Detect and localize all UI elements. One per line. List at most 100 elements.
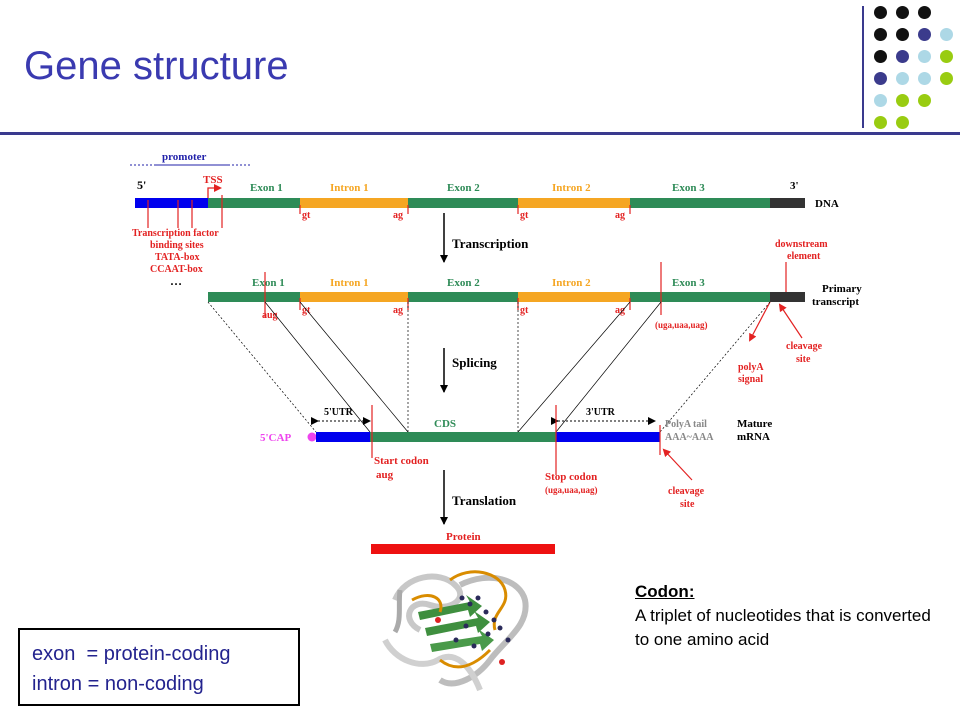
splice-guide-2 xyxy=(264,301,371,433)
tf-label-ellipsis: … xyxy=(170,274,182,288)
decor-dot xyxy=(874,50,887,63)
primary-exon1 xyxy=(208,292,300,302)
mature-cleavage-arrow xyxy=(662,448,693,481)
protein-label: Protein xyxy=(446,531,481,543)
dna-three-prime-segment xyxy=(770,198,805,208)
primary-gt1-label: gt xyxy=(302,305,311,316)
dna-intron2 xyxy=(518,198,630,208)
decor-dot xyxy=(874,6,887,19)
splice-guide-6 xyxy=(517,301,631,433)
transcription-label: Transcription xyxy=(452,236,529,251)
dna-intron1 xyxy=(300,198,408,208)
decor-dot xyxy=(896,28,909,41)
primary-cleavage-label-line1: cleavage xyxy=(786,341,823,352)
mature-label-line2: mRNA xyxy=(737,431,770,443)
slide-title: Gene structure xyxy=(24,44,289,88)
decor-dot xyxy=(874,94,887,107)
dna-exon1-label: Exon 1 xyxy=(250,182,283,194)
protein-helix xyxy=(392,589,403,634)
tf-label-line2: binding sites xyxy=(150,240,204,251)
decor-dot xyxy=(918,28,931,41)
protein-loop-3 xyxy=(439,648,492,669)
decor-dot xyxy=(896,94,909,107)
primary-intron2 xyxy=(518,292,630,302)
decor-dot xyxy=(896,6,909,19)
decor-dot xyxy=(918,6,931,19)
tf-label-line4: CCAAT-box xyxy=(150,264,203,275)
dna-intron2-label: Intron 2 xyxy=(552,182,591,194)
primary-aug-label: aug xyxy=(262,310,278,321)
primary-label-line1: Primary xyxy=(822,283,862,295)
protein-strand-1 xyxy=(418,595,482,620)
dna-exon3 xyxy=(630,198,770,208)
decor-dot xyxy=(874,72,887,85)
stop-codon-options-label: (uga,uaa,uag) xyxy=(545,485,598,495)
primary-intron1 xyxy=(300,292,408,302)
mature-label-line1: Mature xyxy=(737,418,772,430)
decor-dot xyxy=(940,50,953,63)
corner-vertical-rule xyxy=(862,6,864,128)
codon-definition: Codon: A triplet of nucleotides that is … xyxy=(635,580,935,652)
decor-dot xyxy=(918,50,931,63)
tss-arrow xyxy=(207,184,222,198)
dna-gt1-label: gt xyxy=(302,210,311,221)
translation-label: Translation xyxy=(452,493,517,508)
dna-label: DNA xyxy=(815,198,839,210)
protein-coil-3 xyxy=(382,638,483,692)
codon-text: A triplet of nucleotides that is convert… xyxy=(635,606,931,649)
mature-cleavage-label-line2: site xyxy=(680,499,695,510)
start-codon-label-line1: Start codon xyxy=(374,455,429,467)
decor-dot xyxy=(918,72,931,85)
decor-dot xyxy=(940,28,953,41)
splice-guide-1 xyxy=(207,301,317,433)
three-utr-label: 3'UTR xyxy=(586,407,616,418)
decor-dot xyxy=(940,72,953,85)
dna-ag1-label: ag xyxy=(393,210,403,221)
stop-codon-label: Stop codon xyxy=(545,471,597,483)
dna-promoter-segment xyxy=(135,198,208,208)
legend-exon-line: exon = protein-coding xyxy=(32,643,231,665)
primary-intron2-label: Intron 2 xyxy=(552,277,591,289)
tf-label-line1: Transcription factor xyxy=(132,228,219,239)
dna-three-prime-label: 3' xyxy=(790,180,799,192)
tss-label: TSS xyxy=(203,174,223,186)
decor-dot xyxy=(896,116,909,129)
mature-three-utr xyxy=(556,432,660,442)
protein-strand-3 xyxy=(430,629,494,652)
decor-dot xyxy=(874,28,887,41)
primary-ag1-label: ag xyxy=(393,305,403,316)
primary-label-line2: transcript xyxy=(812,296,859,308)
splice-guide-8 xyxy=(659,301,771,433)
splice-guide-7 xyxy=(555,301,662,433)
primary-exon3-label: Exon 3 xyxy=(672,277,705,289)
mature-cds xyxy=(370,432,556,442)
primary-cleavage-label-line2: site xyxy=(796,354,811,365)
primary-gt2-label: gt xyxy=(520,305,529,316)
cds-label: CDS xyxy=(434,418,456,430)
five-utr-label: 5'UTR xyxy=(324,407,354,418)
protein-coil-1 xyxy=(392,573,464,633)
downstream-label-line2: element xyxy=(787,251,821,262)
five-cap-label: 5'CAP xyxy=(260,432,291,444)
dna-exon2 xyxy=(408,198,518,208)
decor-dot xyxy=(896,72,909,85)
polya-tail-label: PolyA tail xyxy=(665,419,707,430)
splicing-label: Splicing xyxy=(452,355,497,370)
protein-structure-image xyxy=(382,570,529,692)
five-cap-dot xyxy=(307,432,317,442)
tf-label-line3: TATA-box xyxy=(155,252,199,263)
mature-five-utr xyxy=(316,432,370,442)
decor-dot xyxy=(918,94,931,107)
polya-sequence-label: AAA~AAA xyxy=(665,432,714,443)
title-underline xyxy=(0,132,960,135)
primary-intron1-label: Intron 1 xyxy=(330,277,369,289)
primary-exon3 xyxy=(630,292,770,302)
decor-dot xyxy=(896,50,909,63)
primary-exon1-label: Exon 1 xyxy=(252,277,285,289)
exon-intron-legend-box: exon = protein-coding intron = non-codin… xyxy=(18,628,300,706)
start-codon-label-line2: aug xyxy=(376,469,394,481)
splice-guide-3 xyxy=(299,301,409,433)
primary-three-prime-segment xyxy=(770,292,805,302)
